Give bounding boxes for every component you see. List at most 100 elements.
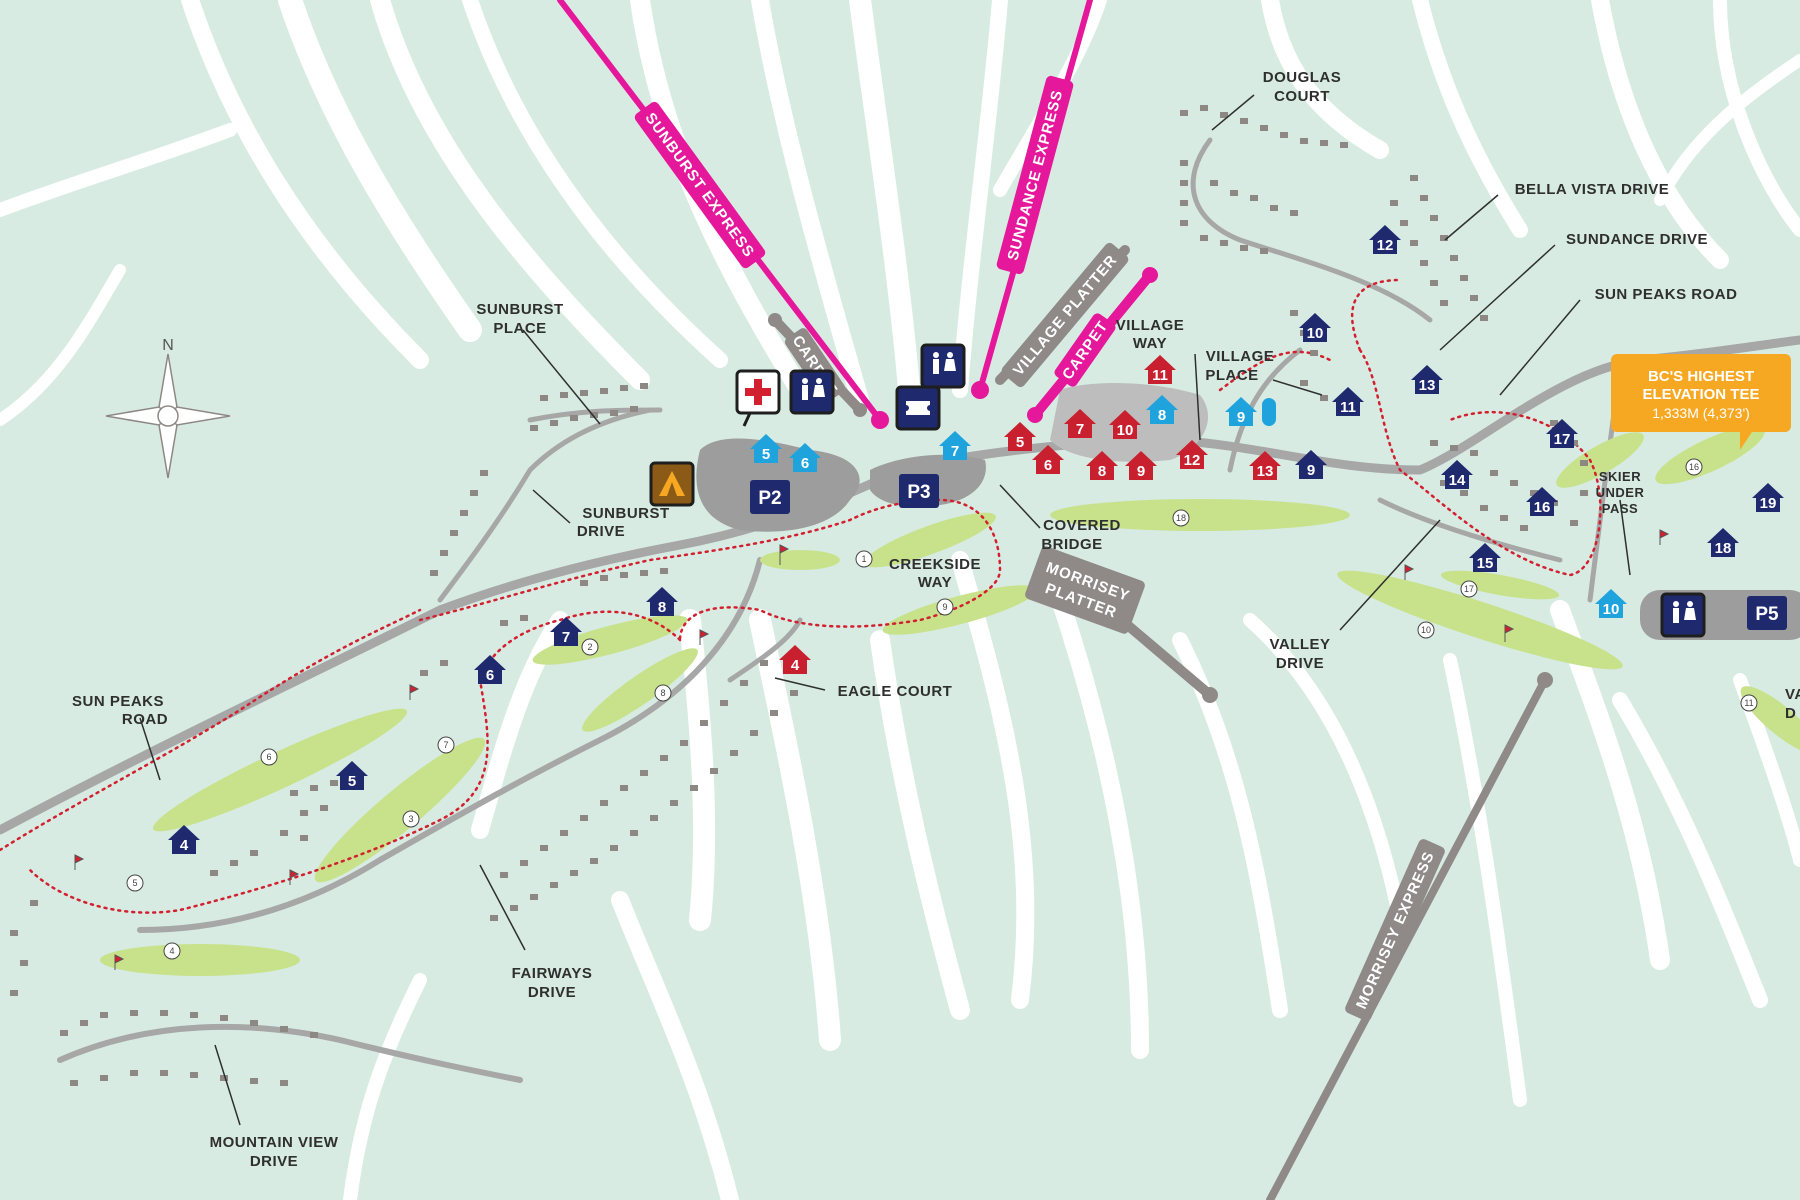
svg-text:9: 9: [1137, 463, 1145, 480]
label-creekside-way-1: CREEKSIDE: [889, 556, 981, 573]
first-aid-icon[interactable]: [735, 369, 781, 427]
lodging-pin[interactable]: 13: [1411, 365, 1443, 394]
lodging-pin[interactable]: 10: [1109, 410, 1141, 439]
label-sundance-drive: SUNDANCE DRIVE: [1566, 231, 1708, 248]
parking-label: P2: [758, 488, 781, 509]
campsite-icon[interactable]: [649, 461, 695, 507]
hole-marker: 1: [855, 550, 873, 568]
svg-text:8: 8: [658, 599, 666, 616]
lodging-pin[interactable]: 6: [474, 655, 506, 684]
hole-marker: 11: [1740, 694, 1758, 712]
svg-text:3: 3: [408, 814, 413, 824]
label-bella-vista-drive: BELLA VISTA DRIVE: [1515, 181, 1670, 198]
village-place-road: [1227, 347, 1303, 473]
golf-holes: 1 2 3 4 5 6 7 8 9 10 11 16 17 18: [126, 458, 1758, 960]
douglas-court: [1190, 137, 1433, 323]
lodging-pin[interactable]: 12: [1176, 440, 1208, 469]
svg-text:4: 4: [169, 946, 174, 956]
compass-north-label: N: [162, 337, 174, 354]
lodging-pin[interactable]: 11: [1144, 355, 1176, 384]
restroom-icon[interactable]: [1660, 592, 1706, 638]
lodging-pin[interactable]: 13: [1249, 451, 1281, 480]
label-mountain-view-drive-2: DRIVE: [250, 1153, 298, 1170]
lodging-pin[interactable]: 14: [1441, 460, 1473, 489]
lodging-pin[interactable]: 7: [1064, 409, 1096, 438]
label-covered-bridge-2: BRIDGE: [1041, 536, 1102, 553]
lodging-pin[interactable]: 9: [1125, 451, 1157, 480]
lodging-pins-red: 11 5 7 10 6 8 9 12 13 4: [779, 355, 1281, 674]
highest-tee-callout[interactable]: BC'S HIGHEST ELEVATION TEE 1,333M (4,373…: [1611, 354, 1791, 450]
fairways-drive: [137, 557, 763, 933]
lodging-pin[interactable]: 9: [1225, 397, 1257, 426]
eagle-court: [727, 617, 803, 683]
callout-line1: BC'S HIGHEST: [1648, 368, 1754, 385]
restroom-icon[interactable]: [789, 369, 835, 415]
hole-marker: 7: [437, 736, 455, 754]
lodging-pin[interactable]: 5: [1004, 422, 1036, 451]
hole-marker: 4: [163, 942, 181, 960]
label-douglas-court-1: DOUGLAS: [1263, 69, 1342, 86]
lodging-pin[interactable]: 9: [1295, 450, 1327, 479]
lift-label-morrisey-platter[interactable]: MORRISEY PLATTER: [1024, 545, 1147, 635]
sunburst-drive: [437, 407, 653, 603]
lodging-pin[interactable]: 17: [1546, 419, 1578, 448]
lodging-pin[interactable]: 5: [750, 434, 782, 463]
svg-text:5: 5: [348, 773, 356, 790]
lodging-pin[interactable]: 4: [779, 645, 811, 674]
lodging-pin[interactable]: 6: [789, 443, 821, 472]
svg-text:12: 12: [1377, 237, 1394, 254]
svg-text:9: 9: [1237, 409, 1245, 426]
label-sun-peaks-road-left-2: ROAD: [122, 711, 168, 728]
lodging-pin[interactable]: 18: [1707, 528, 1739, 557]
svg-text:4: 4: [180, 837, 189, 854]
label-village-place-1: VILLAGE: [1206, 348, 1275, 365]
lodging-pin[interactable]: 15: [1469, 543, 1501, 572]
parking-p2[interactable]: P2: [750, 480, 790, 514]
callout-line2: ELEVATION TEE: [1643, 386, 1760, 403]
svg-text:18: 18: [1176, 513, 1186, 523]
hole-marker: 18: [1172, 509, 1190, 527]
lodging-pin[interactable]: 8: [1146, 395, 1178, 424]
label-fairways-drive-1: FAIRWAYS: [512, 965, 593, 982]
svg-text:10: 10: [1603, 601, 1620, 618]
restroom-icon[interactable]: [920, 343, 966, 389]
svg-text:2: 2: [587, 642, 592, 652]
lodging-pin[interactable]: 5: [336, 761, 368, 790]
svg-text:11: 11: [1152, 367, 1168, 384]
lodging-pin[interactable]: 8: [1086, 451, 1118, 480]
lodging-pin[interactable]: 10: [1595, 589, 1627, 618]
parking-label: P3: [907, 482, 930, 503]
svg-text:8: 8: [1098, 463, 1106, 480]
hole-marker: 9: [936, 598, 954, 616]
label-village-place-2: PLACE: [1205, 367, 1258, 384]
svg-text:18: 18: [1715, 540, 1732, 557]
lodging-pin[interactable]: 7: [550, 617, 582, 646]
hole-marker: 6: [260, 748, 278, 766]
lodging-pin[interactable]: 19: [1752, 483, 1784, 512]
lodging-pin[interactable]: 6: [1032, 445, 1064, 474]
lodging-pin[interactable]: 11: [1332, 387, 1364, 416]
svg-text:5: 5: [132, 878, 137, 888]
label-douglas-court-2: COURT: [1274, 88, 1330, 105]
parking-p5[interactable]: P5: [1747, 596, 1787, 630]
label-sunburst-place-1: SUNBURST: [476, 301, 563, 318]
svg-text:6: 6: [266, 752, 271, 762]
parking-p3[interactable]: P3: [899, 474, 939, 508]
residential-buildings: [10, 105, 1588, 1086]
lodging-pin[interactable]: 12: [1369, 225, 1401, 254]
hole-marker: 17: [1460, 580, 1478, 598]
svg-text:1: 1: [861, 554, 866, 564]
lodging-pin[interactable]: 7: [939, 431, 971, 460]
callout-line3: 1,333M (4,373'): [1652, 405, 1750, 421]
svg-text:7: 7: [1076, 421, 1084, 438]
lodging-pin[interactable]: 16: [1526, 487, 1558, 516]
lodging-pin[interactable]: 4: [168, 825, 200, 854]
lodging-pin[interactable]: 8: [646, 587, 678, 616]
label-fairways-drive-2: DRIVE: [528, 984, 576, 1001]
label-village-way-1: VILLAGE: [1116, 317, 1185, 334]
ticket-icon[interactable]: [895, 385, 941, 431]
svg-text:7: 7: [951, 443, 959, 460]
svg-text:5: 5: [762, 446, 770, 463]
lodging-pin[interactable]: 10: [1299, 313, 1331, 342]
